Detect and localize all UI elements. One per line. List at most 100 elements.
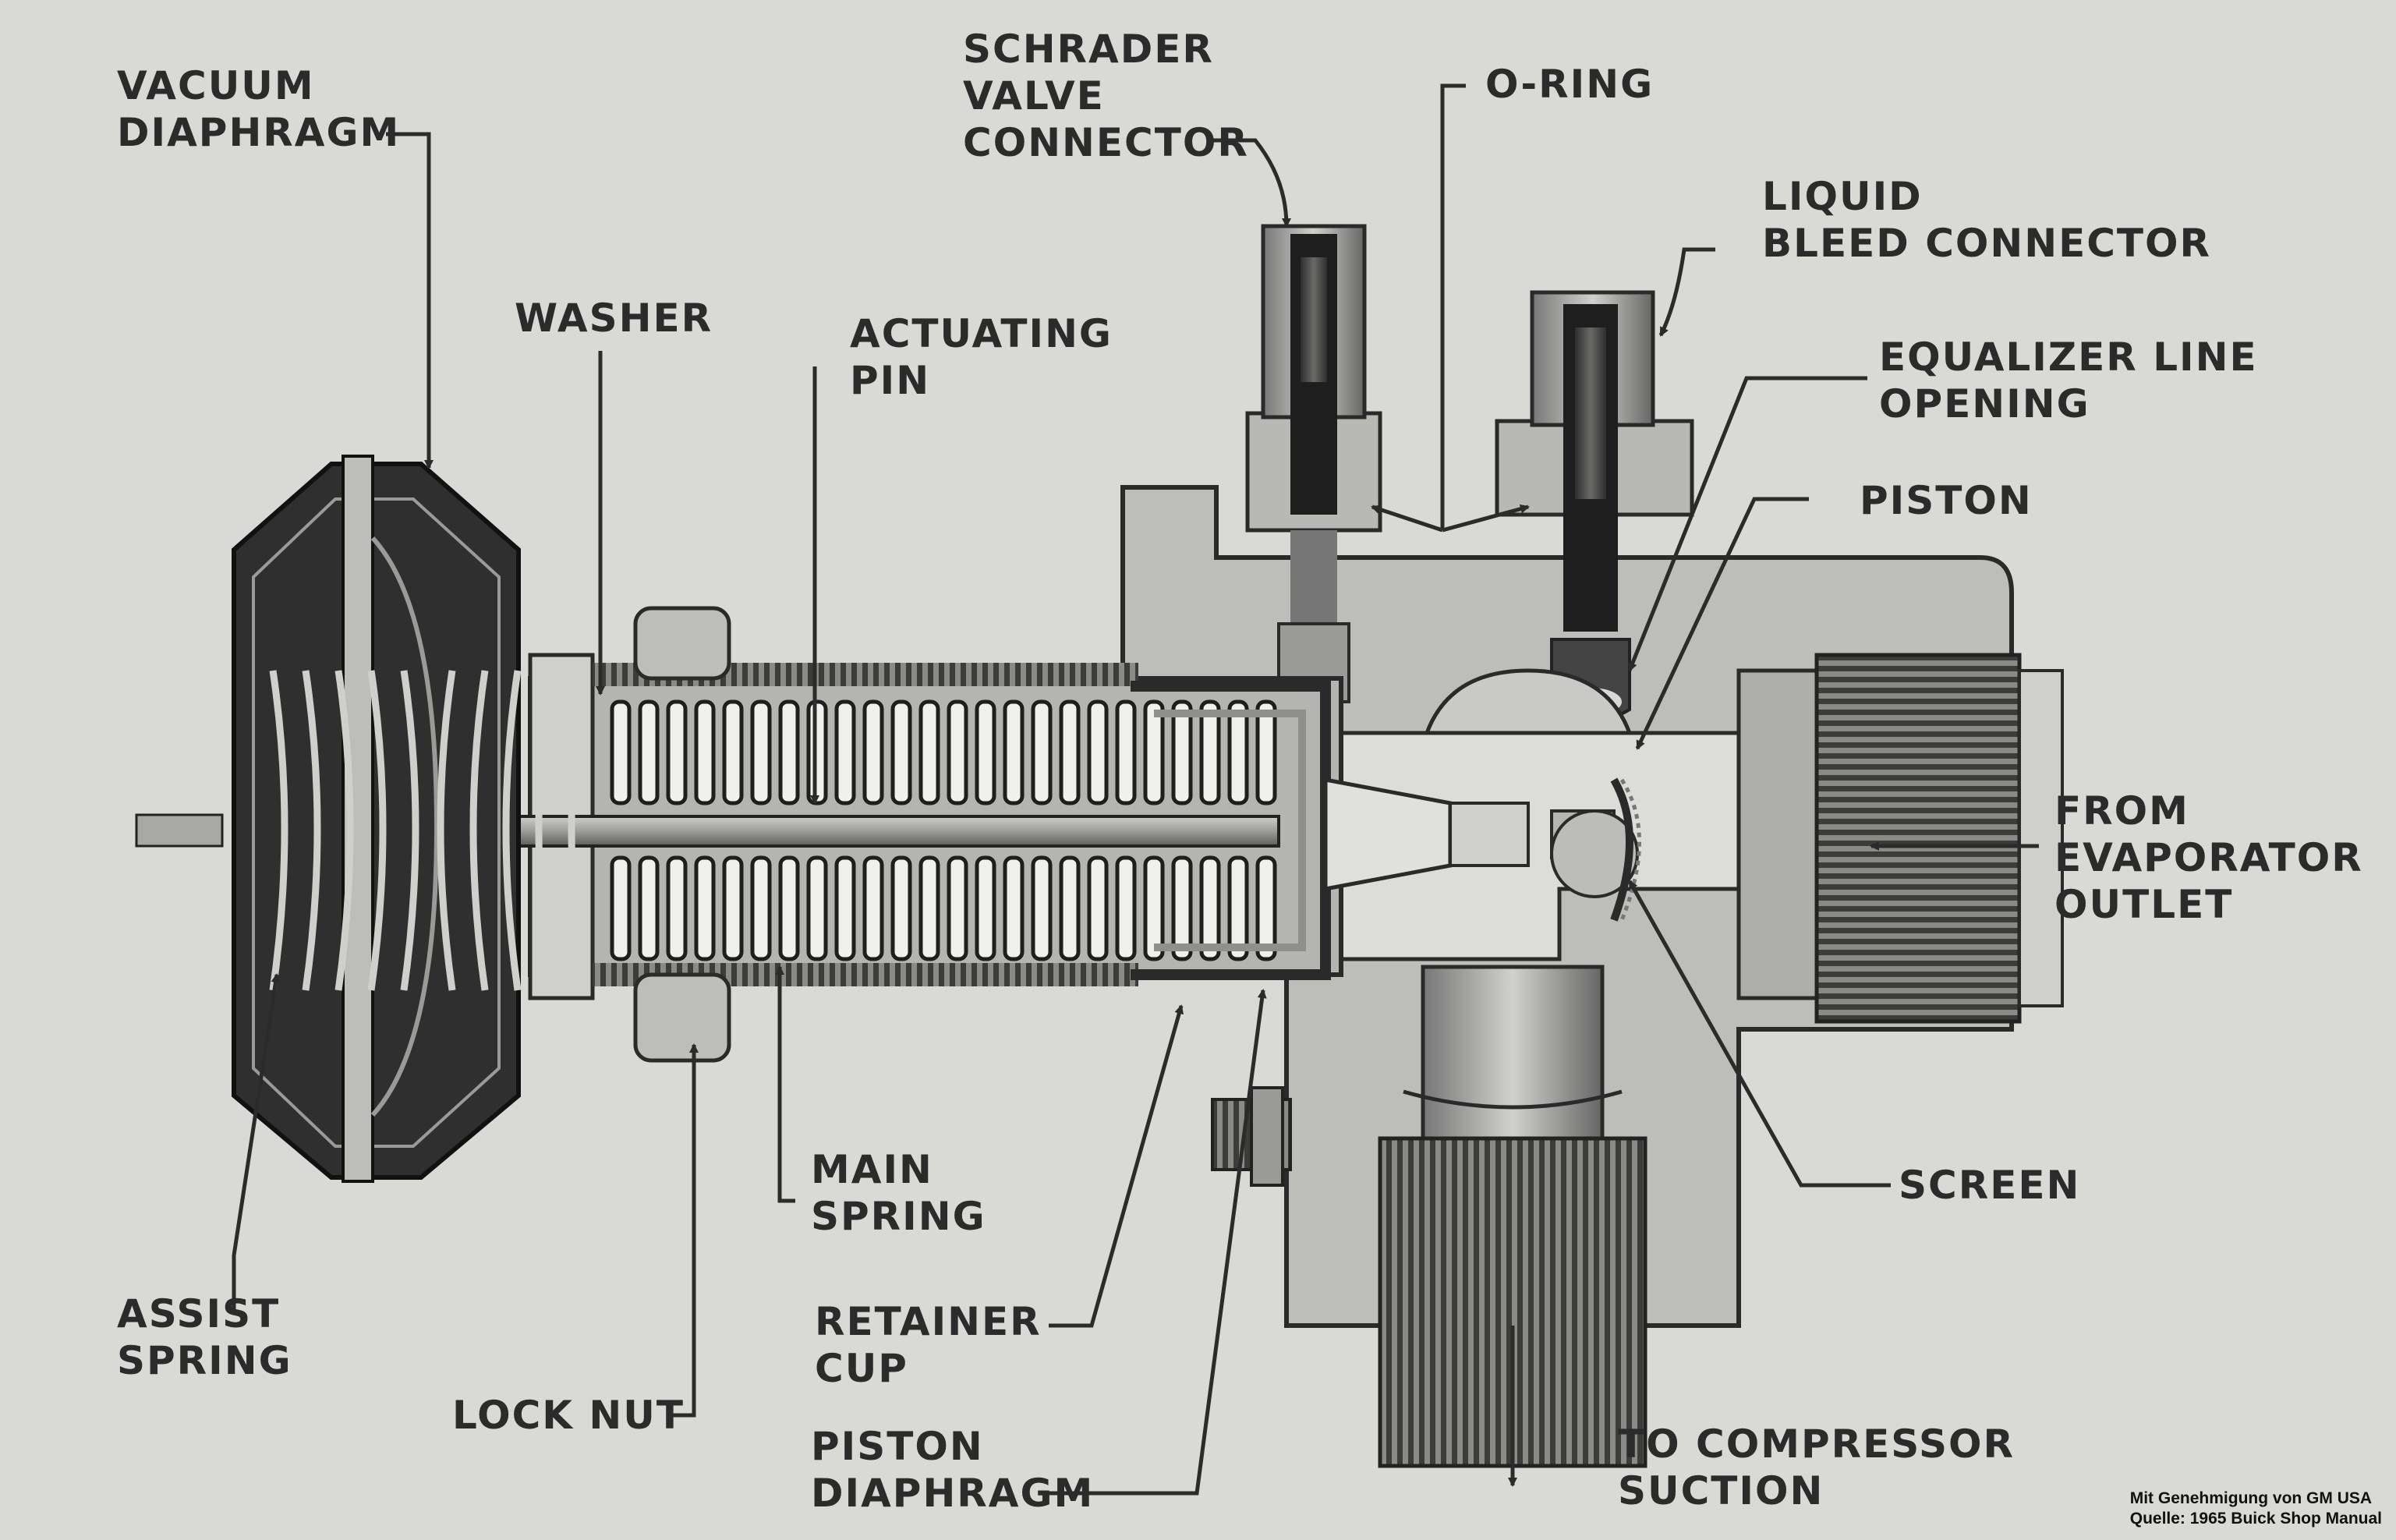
main-spring-coil <box>638 855 660 961</box>
main-spring-coil <box>778 855 800 961</box>
assist-spring-coil <box>469 670 489 991</box>
main-spring-coil <box>1031 699 1053 805</box>
assist-spring-coil <box>400 670 419 991</box>
main-spring-coil <box>1115 699 1137 805</box>
liquid-bleed-connector-body <box>1495 290 1694 723</box>
leader-main-spring <box>775 965 795 1203</box>
main-spring-coil <box>1031 855 1053 961</box>
assist-spring <box>269 670 587 991</box>
main-spring-coil <box>666 699 688 805</box>
leader-o-ring-right <box>1442 504 1530 533</box>
main-spring-coil <box>1255 855 1277 961</box>
main-spring-coil <box>975 855 996 961</box>
main-spring-coil <box>890 855 912 961</box>
assist-spring-coil <box>269 670 288 991</box>
main-spring-coil <box>1059 855 1081 961</box>
leader-vacuum-diaphragm <box>386 132 434 469</box>
main-spring-coil <box>947 699 968 805</box>
assist-spring-coil <box>437 670 456 991</box>
main-spring-coil <box>1199 855 1221 961</box>
leader-o-ring <box>1440 83 1466 530</box>
leader-lines <box>232 83 2039 1496</box>
label-lock-nut: LOCK NUT <box>452 1393 685 1438</box>
main-spring-coil <box>1227 855 1249 961</box>
main-spring-coil <box>778 699 800 805</box>
main-spring-coil <box>975 699 996 805</box>
main-spring-coil <box>722 699 744 805</box>
main-spring-coil <box>750 855 772 961</box>
assist-spring-coil <box>302 670 321 991</box>
main-spring-coil <box>1087 699 1109 805</box>
main-spring-coil <box>1087 855 1109 961</box>
main-spring-coil <box>1003 855 1025 961</box>
main-spring-coil <box>666 855 688 961</box>
leader-piston <box>1635 497 1809 750</box>
main-spring-coil <box>1115 855 1137 961</box>
main-spring-coil <box>918 699 940 805</box>
screen-mesh <box>1610 777 1641 922</box>
piston-cone <box>1323 777 1639 898</box>
main-spring-coil <box>638 699 660 805</box>
label-o-ring: O-RING <box>1485 62 1655 107</box>
leader-assist-spring <box>232 973 281 1310</box>
leader-retainer-cup <box>1049 1004 1184 1328</box>
assist-spring-coil <box>367 670 387 991</box>
assist-spring-coil <box>535 670 554 991</box>
assist-spring-coil <box>568 670 587 991</box>
main-spring-coil <box>694 855 716 961</box>
chamber-dome <box>1424 668 1633 735</box>
leader-schrader <box>1209 138 1291 228</box>
schrader-valve-body <box>1245 224 1382 703</box>
label-washer: WASHER <box>515 296 713 341</box>
main-spring-coil <box>1143 699 1165 805</box>
assist-spring-coil <box>334 670 354 991</box>
main-spring-coil <box>750 699 772 805</box>
main-spring-coil <box>1227 699 1249 805</box>
main-spring-coil <box>806 855 828 961</box>
main-spring-coil <box>694 699 716 805</box>
main-spring-coil <box>610 699 632 805</box>
main-spring-coil <box>834 699 856 805</box>
actuating-pin <box>135 813 1280 848</box>
leader-screen <box>1627 880 1891 1188</box>
assist-spring-coil <box>502 670 522 991</box>
main-spring-coil <box>918 855 940 961</box>
main-spring-coil <box>806 699 828 805</box>
main-spring-coil <box>1143 855 1165 961</box>
main-spring-coil <box>1059 699 1081 805</box>
main-spring-coil <box>862 699 884 805</box>
main-spring-coil <box>1199 699 1221 805</box>
main-spring-coil <box>834 855 856 961</box>
main-spring-coil <box>722 855 744 961</box>
leader-piston-diaphragm <box>1049 989 1267 1496</box>
main-spring-coil <box>1171 699 1193 805</box>
vacuum-diaphragm-assembly <box>232 455 587 1183</box>
main-spring-coil <box>862 855 884 961</box>
label-piston: PISTON <box>1860 478 2033 523</box>
label-screen: SCREEN <box>1899 1163 2081 1208</box>
main-spring-coil <box>610 855 632 961</box>
leader-liquid-bleed <box>1658 247 1715 337</box>
main-spring-coil <box>1255 699 1277 805</box>
main-spring-coil <box>890 699 912 805</box>
leader-lock-nut <box>671 1043 699 1418</box>
main-spring-coil <box>1171 855 1193 961</box>
main-spring-coil <box>947 855 968 961</box>
leader-o-ring-left <box>1371 504 1443 533</box>
leader-equalizer <box>1627 376 1867 672</box>
main-spring <box>610 699 1277 961</box>
main-spring-coil <box>1003 699 1025 805</box>
